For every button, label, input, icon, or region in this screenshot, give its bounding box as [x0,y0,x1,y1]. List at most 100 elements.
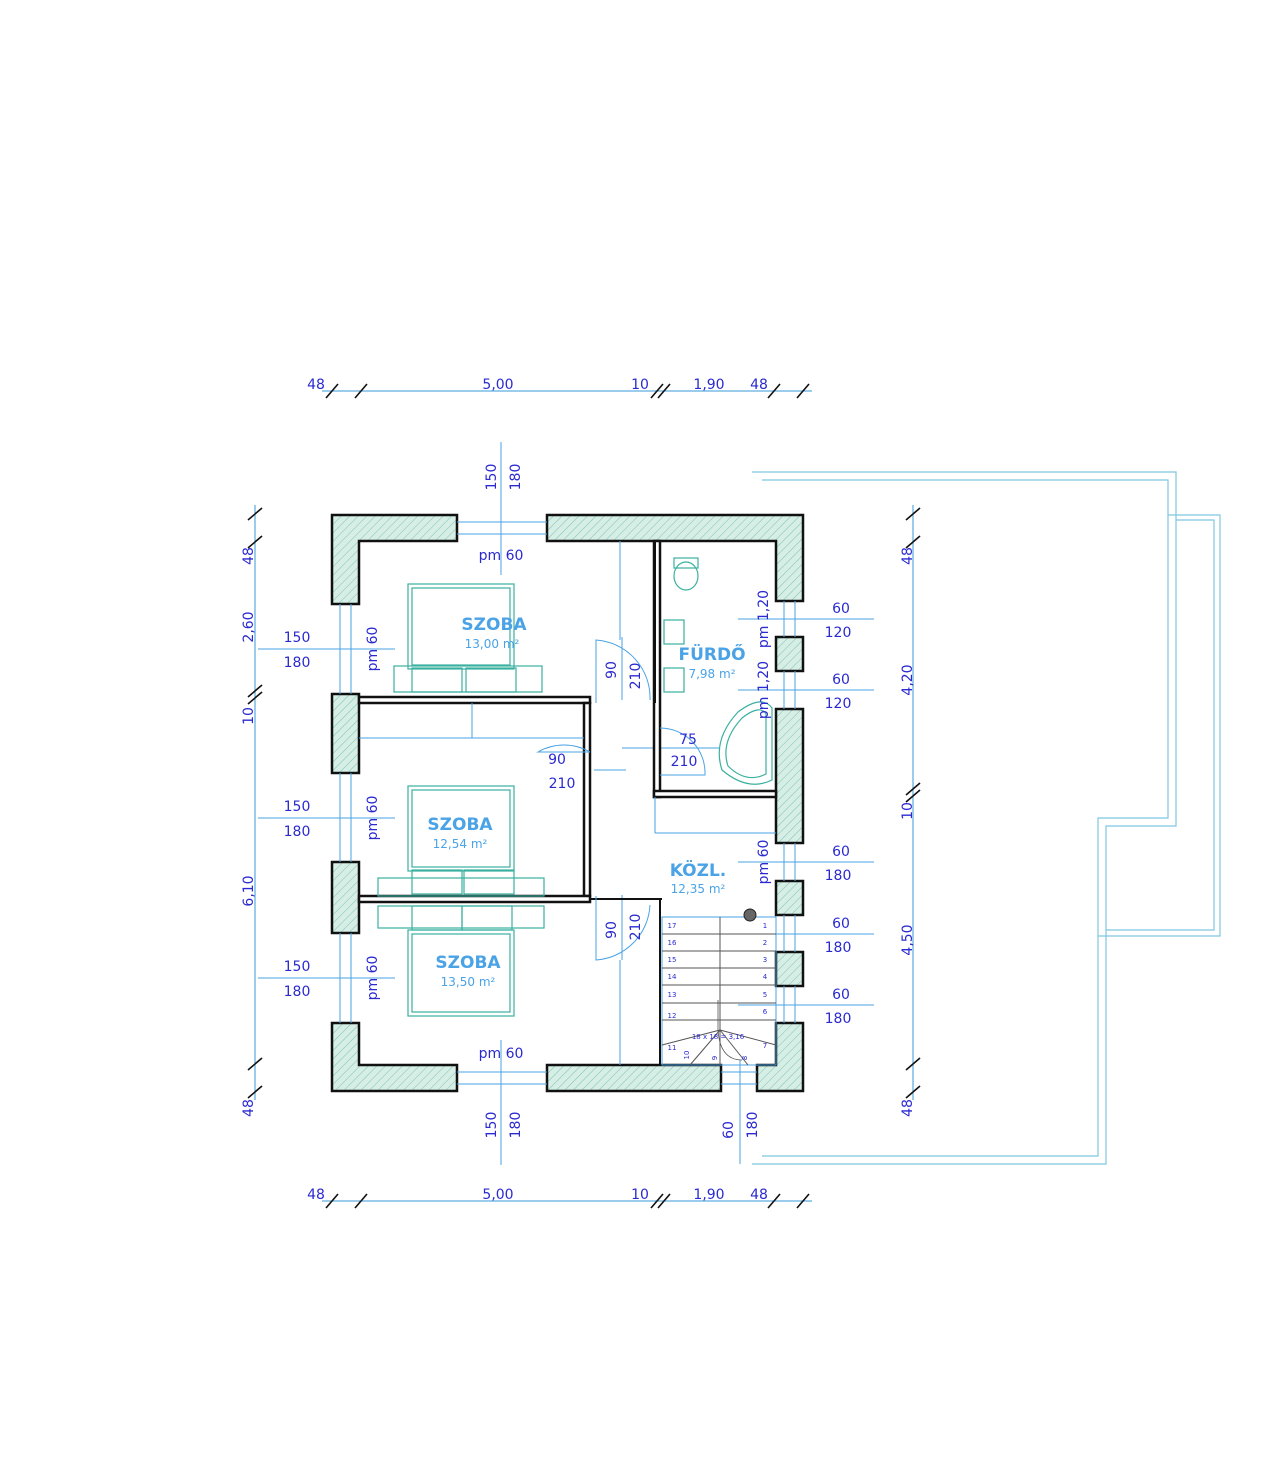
right-window-2-sill: pm 1,20 [756,661,772,719]
room-labels: SZOBA 13,00 m² SZOBA 12,54 m² SZOBA 13,5… [427,615,745,989]
left-dim-4: 6,10 [241,875,257,906]
left-window-1-height: 180 [284,655,311,671]
stair-window-height: 180 [745,1112,761,1139]
right-window-5-height: 180 [825,1011,852,1027]
right-dim-1: 48 [900,547,916,565]
left-window-1-width: 150 [284,630,311,646]
left-dim-3: 10 [241,707,257,725]
step-label-7: 7 [763,1042,767,1050]
right-window-1-sill: pm 1,20 [756,590,772,648]
step-label-9: 9 [711,1056,719,1060]
right-dim-5: 48 [900,1099,916,1117]
window-glazing [339,521,796,1085]
step-label-15: 15 [668,956,677,964]
door-1-height: 210 [628,663,644,690]
top-dim-4: 1,90 [693,377,724,393]
room-name-3: SZOBA [435,953,501,973]
left-window-2-sill: pm 60 [365,796,381,841]
interior-partitions [357,539,778,1065]
step-label-4: 4 [763,973,768,981]
step-label-10: 10 [683,1051,691,1060]
room-name-1: SZOBA [461,615,527,635]
door-3-width: 75 [679,732,697,748]
door-4-width: 90 [604,921,620,939]
door-2-height: 210 [549,776,576,792]
door-3-height: 210 [671,754,698,770]
step-label-16: 16 [668,939,677,947]
door-2-width: 90 [548,752,566,768]
top-dim-5: 48 [750,377,768,393]
bottom-dim-2: 5,00 [482,1187,513,1203]
right-window-1-width: 60 [832,601,850,617]
right-window-2-width: 60 [832,672,850,688]
step-label-8: 8 [741,1056,749,1060]
right-dim-2: 4,20 [900,664,916,695]
left-dim-1: 48 [241,547,257,565]
opening-reference-lines [258,442,874,1165]
top-dimension-chain: 48 5,00 10 1,90 48 [307,377,812,399]
bottom-dim-1: 48 [307,1187,325,1203]
step-label-13: 13 [668,991,677,999]
bottom-dim-3: 10 [631,1187,649,1203]
bottom-window-width: 150 [484,1112,500,1139]
left-window-1-sill: pm 60 [365,627,381,672]
bottom-dim-4: 1,90 [693,1187,724,1203]
right-dim-3: 10 [900,802,916,820]
right-window-4-width: 60 [832,916,850,932]
door-1-width: 90 [604,661,620,679]
top-dim-2: 5,00 [482,377,513,393]
stair: 1 2 3 4 5 6 7 8 9 10 11 12 13 14 15 16 1… [661,908,777,1066]
room-area-1: 13,00 m² [465,637,520,651]
right-dim-4: 4,50 [900,924,916,955]
step-label-12: 12 [668,1012,677,1020]
door-annotations: 90 210 90 210 75 210 90 210 [548,661,697,940]
left-dimension-chain: 48 2,60 10 6,10 48 [241,505,263,1117]
top-window-height: 180 [508,464,524,491]
top-dim-3: 10 [631,377,649,393]
step-label-11: 11 [668,1044,677,1052]
step-label-3: 3 [763,956,767,964]
interior-detail-lines [359,541,776,1065]
room-area-4: 7,98 m² [688,667,735,681]
left-window-3-width: 150 [284,959,311,975]
step-label-2: 2 [763,939,767,947]
top-dim-1: 48 [307,377,325,393]
room-name-2: SZOBA [427,815,493,835]
top-window-sill: pm 60 [479,548,524,564]
step-label-14: 14 [668,973,677,981]
terrace-outline [752,471,1221,1165]
window-annotations: 150 180 pm 60 150 180 pm 60 150 180 pm 6… [284,464,852,1139]
room-area-5: 12,35 m² [671,882,726,896]
left-dim-5: 48 [241,1099,257,1117]
step-label-6: 6 [763,1008,768,1016]
top-window-width: 150 [484,464,500,491]
right-window-4-height: 180 [825,940,852,956]
right-window-3-width: 60 [832,844,850,860]
left-window-3-height: 180 [284,984,311,1000]
room-name-4: FÜRDŐ [678,643,745,665]
stair-window-width: 60 [721,1121,737,1139]
outer-walls [330,513,805,1093]
left-window-2-height: 180 [284,824,311,840]
room-area-3: 13,50 m² [441,975,496,989]
right-window-1-height: 120 [825,625,852,641]
step-label-1: 1 [763,922,767,930]
bottom-window-height: 180 [508,1112,524,1139]
right-window-5-width: 60 [832,987,850,1003]
left-dim-2: 2,60 [241,611,257,642]
room-name-5: KÖZL. [670,859,726,881]
right-window-2-height: 120 [825,696,852,712]
step-label-5: 5 [763,991,767,999]
door-4-height: 210 [628,914,644,941]
left-window-2-width: 150 [284,799,311,815]
right-dimension-chain: 48 4,20 10 4,50 48 [900,505,921,1117]
bottom-window-sill: pm 60 [479,1046,524,1062]
right-window-3-sill: pm 60 [756,840,772,885]
bottom-dim-5: 48 [750,1187,768,1203]
right-window-3-height: 180 [825,868,852,884]
door-swings [536,639,706,961]
step-label-17: 17 [668,922,677,930]
bottom-dimension-chain: 48 5,00 10 1,90 48 [307,1187,812,1209]
left-window-3-sill: pm 60 [365,956,381,1001]
